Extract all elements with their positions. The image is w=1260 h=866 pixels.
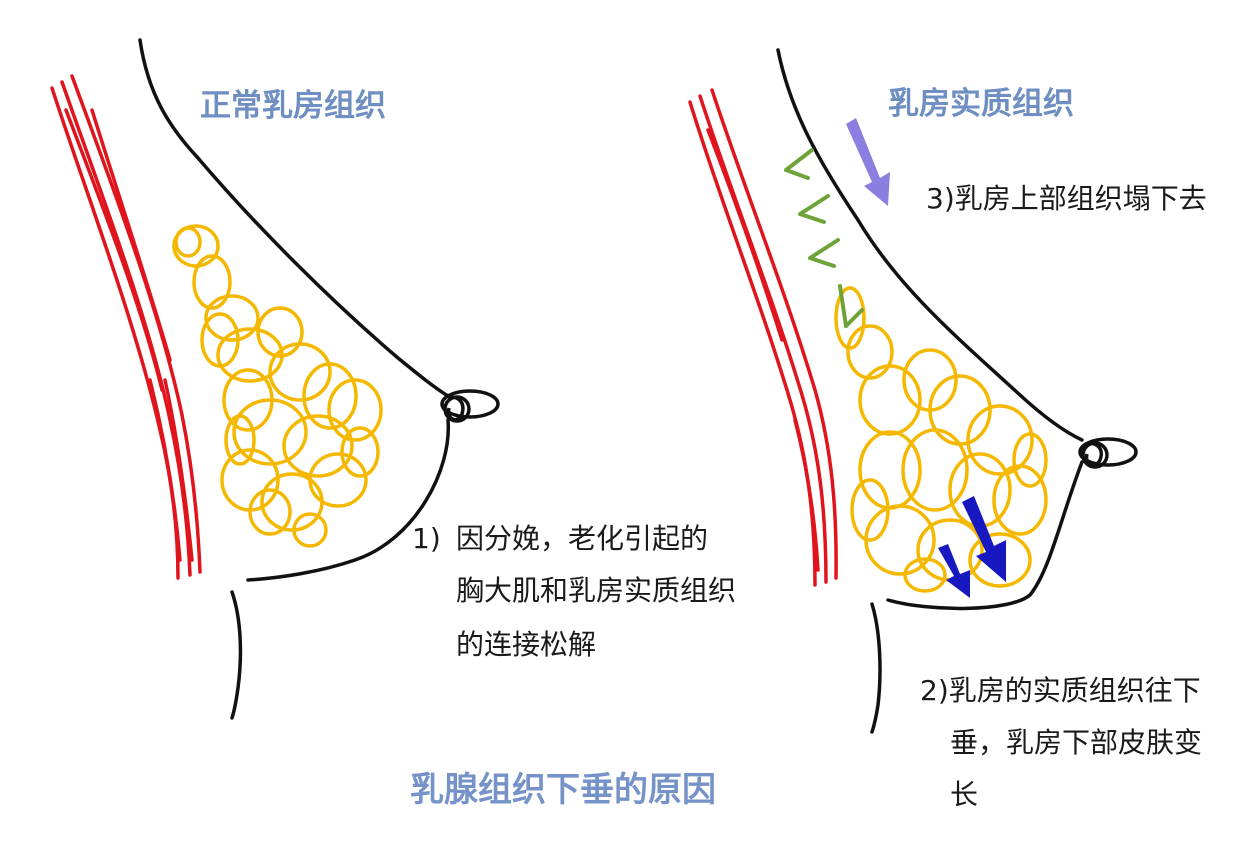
right-title: 乳房实质组织 bbox=[888, 86, 1074, 122]
left-outline bbox=[138, 38, 450, 720]
left-gland-scribble bbox=[172, 224, 383, 548]
down-arrow bbox=[846, 118, 890, 206]
right-outline bbox=[776, 48, 1084, 734]
left-muscle-strokes bbox=[50, 74, 202, 580]
right-gland-scribble bbox=[834, 286, 1048, 593]
note-3: 3)乳房上部组织塌下去 bbox=[926, 182, 1207, 215]
left-nipple bbox=[440, 389, 500, 423]
note-2-line-3: 长 bbox=[950, 778, 979, 811]
left-arrow bbox=[798, 194, 830, 224]
left-arrow bbox=[784, 148, 814, 180]
note-1-line-1: 因分娩，老化引起的 bbox=[456, 522, 709, 555]
figure-caption: 乳腺组织下垂的原因 bbox=[410, 770, 716, 810]
down-arrow bbox=[938, 544, 970, 598]
note-2-line-2: 垂，乳房下部皮肤变 bbox=[950, 726, 1203, 759]
right-breast-diagram bbox=[688, 48, 1138, 734]
note-2-line-1: 2)乳房的实质组织往下 bbox=[920, 674, 1201, 707]
left-arrow-group bbox=[784, 148, 864, 328]
right-muscle-strokes bbox=[688, 88, 838, 587]
note-1-line-2: 胸大肌和乳房实质组织 bbox=[456, 574, 737, 607]
note-1-line-3: 的连接松解 bbox=[456, 628, 597, 661]
left-arrow bbox=[808, 238, 840, 268]
left-breast-diagram bbox=[50, 38, 500, 720]
left-arrow bbox=[838, 284, 864, 328]
down-arrow bbox=[962, 496, 1006, 582]
right-nipple bbox=[1078, 437, 1138, 469]
note-1-marker: 1) bbox=[412, 522, 441, 555]
left-title: 正常乳房组织 bbox=[200, 88, 386, 124]
